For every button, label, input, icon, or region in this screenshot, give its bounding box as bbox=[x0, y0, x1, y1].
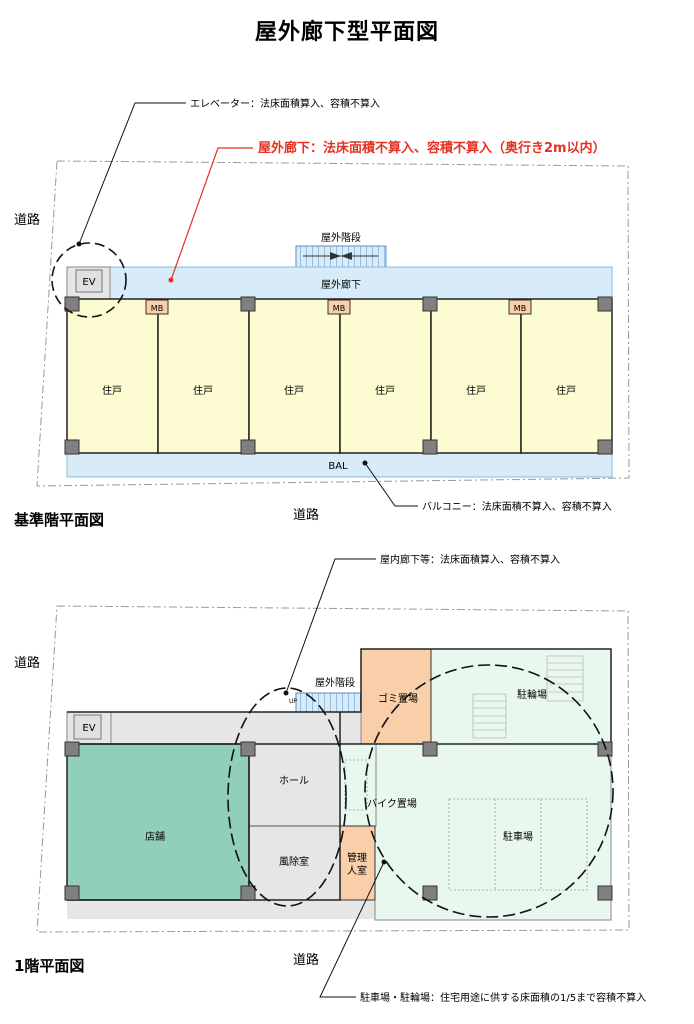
unit-label: 住戸 bbox=[193, 384, 213, 397]
parking-label: 駐車場 bbox=[503, 830, 533, 843]
balcony bbox=[66, 452, 613, 478]
ev-label: EV bbox=[82, 723, 95, 734]
section-label-ground: 1階平面図 bbox=[14, 957, 84, 975]
note-outdoor-corridor: 屋外廊下：法床面積不算入、容積不算入（奥行き2m以内） bbox=[258, 140, 606, 156]
standard-floor-plan: 屋外階段 UP DN 屋外廊下 EV BAL 住戸 住戸 住戸 住戸 住戸 住戸 bbox=[13, 97, 630, 529]
mb-label: MB bbox=[151, 304, 163, 313]
mb-boxes: MB MB MB bbox=[145, 299, 532, 315]
note-parking: 駐車場・駐輪場：住宅用途に供する床面積の1/5まで容積不算入 bbox=[360, 991, 646, 1004]
note-indoor-corridor: 屋内廊下等：法床面積算入、容積不算入 bbox=[380, 553, 560, 566]
mb-label: MB bbox=[333, 304, 345, 313]
mb-label: MB bbox=[514, 304, 526, 313]
road-label-bottom: 道路 bbox=[293, 952, 319, 968]
stairs-label: 屋外階段 bbox=[321, 231, 361, 244]
hall bbox=[248, 743, 341, 827]
stairs-label: 屋外階段 bbox=[315, 676, 355, 689]
road-label-bottom: 道路 bbox=[293, 507, 319, 523]
columns bbox=[64, 741, 613, 901]
unit-label: 住戸 bbox=[375, 384, 395, 397]
unit-label: 住戸 bbox=[556, 384, 576, 397]
site-boundary bbox=[36, 605, 630, 933]
unit-label: 住戸 bbox=[102, 384, 122, 397]
page-title: 屋外廊下型平面図 bbox=[254, 20, 439, 45]
note-balcony: バルコニー：法床面積不算入、容積不算入 bbox=[422, 500, 612, 513]
bicycle-label: 駐輪場 bbox=[517, 688, 547, 701]
garbage-label: ゴミ置場 bbox=[378, 692, 418, 705]
manager-label-2: 人室 bbox=[347, 864, 367, 877]
outdoor-corridor bbox=[66, 266, 613, 300]
outdoor-stairs: 屋外階段 UP DN bbox=[295, 231, 387, 276]
road-label-left: 道路 bbox=[14, 212, 40, 228]
garbage-room bbox=[360, 648, 432, 745]
balcony-label: BAL bbox=[328, 461, 348, 472]
note-elevator: エレベーター：法床面積算入、容積不算入 bbox=[190, 97, 380, 110]
shop-label: 店舗 bbox=[145, 830, 165, 843]
corridor-label: 屋外廊下 bbox=[321, 278, 361, 291]
ground-floor-plan: EV 屋外階段 UP ゴミ置場 駐輪場 ホール 風除室 管理 人室 店舗 バイク… bbox=[14, 553, 646, 1004]
hall-label: ホール bbox=[279, 775, 309, 787]
ev-label: EV bbox=[82, 277, 95, 288]
manager-label-1: 管理 bbox=[347, 851, 367, 864]
bike-parking-label: バイク置場 bbox=[367, 797, 417, 810]
road-label-left: 道路 bbox=[14, 655, 40, 671]
stairs-up-label: UP bbox=[289, 698, 297, 705]
windbreak-room bbox=[248, 825, 341, 901]
manager-room bbox=[339, 825, 376, 901]
unit-label: 住戸 bbox=[284, 384, 304, 397]
section-label-standard: 基準階平面図 bbox=[13, 511, 104, 529]
columns bbox=[64, 296, 613, 455]
bicycle-parking bbox=[430, 648, 612, 745]
unit-label: 住戸 bbox=[466, 384, 486, 397]
units-row: 住戸 住戸 住戸 住戸 住戸 住戸 bbox=[66, 298, 613, 454]
parking-area bbox=[374, 743, 612, 921]
shop bbox=[66, 743, 250, 901]
site-boundary bbox=[36, 160, 630, 487]
windbreak-label: 風除室 bbox=[279, 855, 309, 868]
